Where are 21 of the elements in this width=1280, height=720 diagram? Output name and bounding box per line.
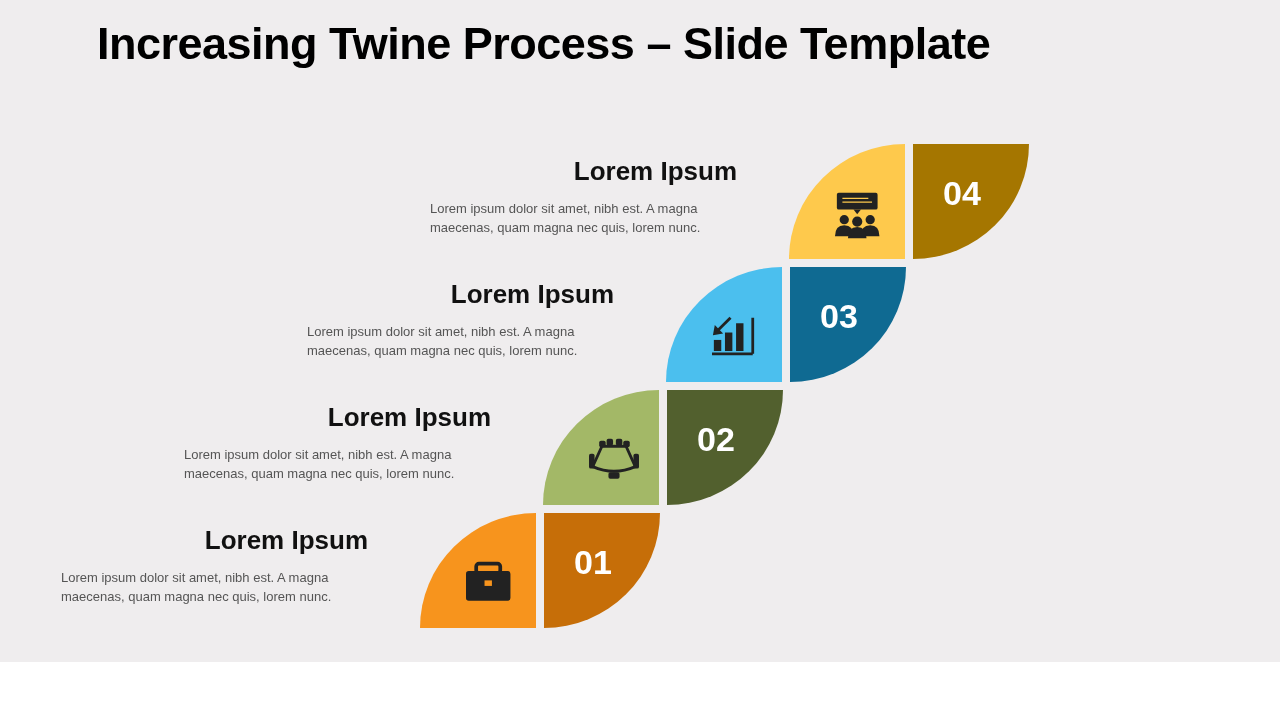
number-quadrant (913, 144, 1029, 259)
step-number: 03 (820, 299, 858, 333)
step-description: Lorem ipsum dolor sit amet, nibh est. A magna maecenas, quam magna nec quis, lorem nunc. (184, 446, 456, 483)
step-heading: Lorem Ipsum (450, 279, 614, 310)
icon-quadrant (543, 390, 659, 505)
step-description: Lorem ipsum dolor sit amet, nibh est. A magna maecenas, quam magna nec quis, lorem nunc. (307, 323, 579, 360)
icon-quadrant (789, 144, 905, 259)
step-description: Lorem ipsum dolor sit amet, nibh est. A magna maecenas, quam magna nec quis, lorem nunc. (61, 569, 333, 606)
step-number: 04 (943, 176, 981, 210)
number-quadrant (544, 513, 660, 628)
step-heading: Lorem Ipsum (204, 525, 368, 556)
step-description: Lorem ipsum dolor sit amet, nibh est. A magna maecenas, quam magna nec quis, lorem nunc. (430, 200, 702, 237)
icon-quadrant (420, 513, 536, 628)
step-number: 01 (574, 545, 612, 579)
icon-quadrant (666, 267, 782, 382)
step-heading: Lorem Ipsum (573, 156, 737, 187)
number-quadrant (667, 390, 783, 505)
step-number: 02 (697, 422, 735, 456)
number-quadrant (790, 267, 906, 382)
step-heading: Lorem Ipsum (327, 402, 491, 433)
slide-title: Increasing Twine Process – Slide Template (97, 18, 991, 70)
